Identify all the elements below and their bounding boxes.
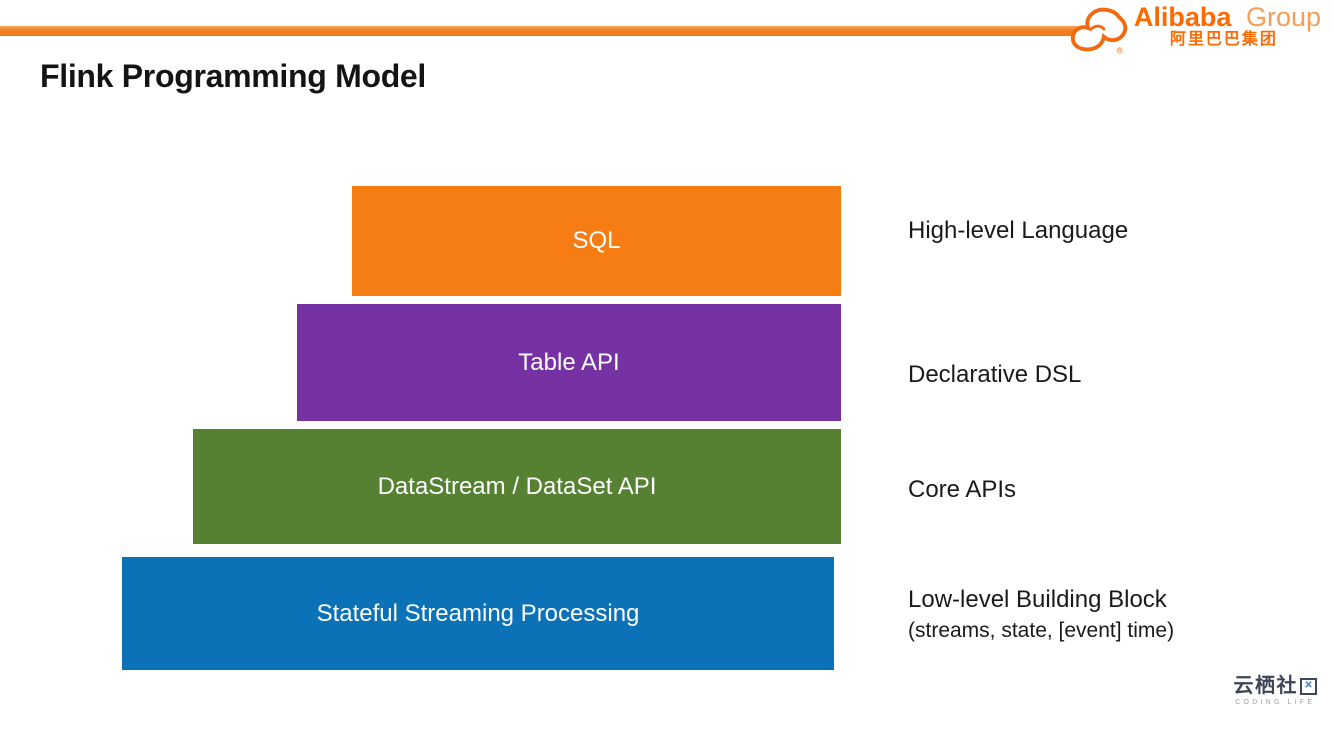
community-qu-mark-icon: ✕: [1300, 677, 1317, 695]
community-tagline: CODING LIFE: [1235, 699, 1316, 706]
annotation-low-level-building-block: Low-level Building Block (streams, state…: [908, 585, 1174, 644]
layer-datastream-dataset-api: DataStream / DataSet API: [193, 429, 841, 544]
annotation-core-apis: Core APIs: [908, 476, 1017, 503]
layer-datastream-dataset-api-label: DataStream / DataSet API: [377, 472, 657, 500]
registered-mark: ®: [1116, 45, 1123, 55]
layer-stateful-streaming: Stateful Streaming Processing: [122, 557, 834, 670]
alibaba-logo: ® Alibaba Group 阿里巴巴集团: [1068, 3, 1321, 55]
layer-stateful-streaming-label: Stateful Streaming Processing: [316, 599, 640, 627]
community-logo: 云栖社 ✕ CODING LIFE: [1233, 675, 1317, 706]
page-title: Flink Programming Model: [40, 58, 427, 94]
annotation-declarative-dsl: Declarative DSL: [908, 361, 1082, 388]
annotation-low-level-detail: (streams, state, [event] time): [908, 619, 1175, 642]
alibaba-wordmark-line: Alibaba Group: [1134, 3, 1321, 31]
annotation-low-level-main: Low-level Building Block: [908, 586, 1167, 613]
layer-sql: SQL: [352, 186, 841, 296]
alibaba-group-label: Group: [1245, 2, 1321, 32]
alibaba-name-label: Alibaba: [1133, 2, 1232, 32]
alibaba-mascot-icon: ®: [1070, 7, 1128, 55]
layer-table-api-label: Table API: [518, 348, 620, 376]
top-rule-divider: [0, 26, 1093, 36]
alibaba-wordmark: Alibaba Group 阿里巴巴集团: [1134, 3, 1321, 49]
community-name: 云栖社 ✕: [1233, 675, 1317, 697]
alibaba-chinese-name: 阿里巴巴集团: [1169, 31, 1278, 48]
layer-sql-label: SQL: [572, 227, 621, 254]
annotation-high-level-language: High-level Language: [908, 217, 1129, 244]
community-name-text: 云栖社: [1233, 675, 1298, 697]
layer-table-api: Table API: [297, 304, 841, 421]
